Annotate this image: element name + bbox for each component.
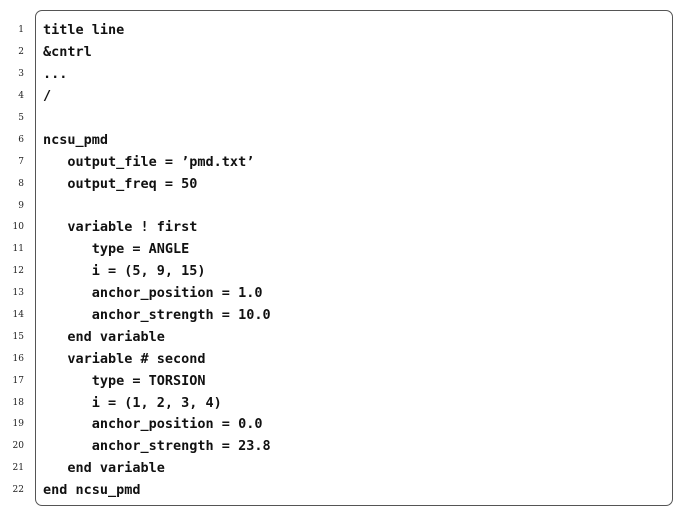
line-number: 22	[12, 485, 24, 495]
line-number: 14	[12, 310, 24, 320]
code-text: anchor_strength = 23.8	[43, 438, 271, 454]
line-number: 17	[12, 376, 24, 386]
code-text: end variable	[43, 460, 165, 476]
line-number: 20	[12, 441, 24, 451]
code-text: &cntrl	[43, 44, 92, 60]
code-text: ncsu_pmd	[43, 132, 109, 148]
code-line: 3 ...	[0, 63, 675, 85]
code-line: 21 end variable	[0, 457, 675, 479]
code-line: 9	[0, 195, 675, 217]
line-number: 9	[18, 201, 24, 211]
code-frame	[35, 10, 673, 506]
code-text: i = (5, 9, 15)	[43, 263, 206, 279]
code-line: 20 anchor_strength = 23.8	[0, 435, 675, 457]
code-text: type = TORSION	[43, 373, 206, 389]
code-line: 1 title line	[0, 19, 675, 41]
code-line: 12 i = (5, 9, 15)	[0, 260, 675, 282]
code-text: end variable	[43, 329, 165, 345]
code-text: variable ! first	[43, 219, 198, 235]
code-line: 17 type = TORSION	[0, 370, 675, 392]
code-text: output_file = ’pmd.txt’	[43, 154, 255, 170]
code-line: 8 output_freq = 50	[0, 173, 675, 195]
code-line: 15 end variable	[0, 326, 675, 348]
code-line: 11 type = ANGLE	[0, 238, 675, 260]
code-line: 13 anchor_position = 1.0	[0, 282, 675, 304]
line-number: 1	[18, 25, 24, 35]
line-number: 10	[12, 222, 24, 232]
code-text: type = ANGLE	[43, 241, 190, 257]
code-text: anchor_position = 1.0	[43, 285, 263, 301]
code-text: variable # second	[43, 351, 206, 367]
code-text: anchor_strength = 10.0	[43, 307, 271, 323]
code-line: 6 ncsu_pmd	[0, 129, 675, 151]
line-number: 21	[12, 463, 24, 473]
code-text: output_freq = 50	[43, 176, 198, 192]
line-number: 15	[12, 332, 24, 342]
code-text: ...	[43, 66, 68, 82]
line-number: 13	[12, 288, 24, 298]
code-line: 19 anchor_position = 0.0	[0, 413, 675, 435]
line-number: 12	[12, 266, 24, 276]
code-line: 5	[0, 107, 675, 129]
line-number: 8	[18, 179, 24, 189]
code-text: title line	[43, 22, 125, 38]
line-number: 19	[12, 419, 24, 429]
line-number: 11	[12, 244, 24, 254]
line-number: 6	[18, 135, 24, 145]
line-number: 16	[12, 354, 24, 364]
code-line: 10 variable ! first	[0, 216, 675, 238]
line-number: 4	[18, 91, 24, 101]
code-text: i = (1, 2, 3, 4)	[43, 395, 222, 411]
code-line: 4 /	[0, 85, 675, 107]
code-line: 14 anchor_strength = 10.0	[0, 304, 675, 326]
line-number: 7	[18, 157, 24, 167]
line-number: 2	[18, 47, 24, 57]
code-text: anchor_position = 0.0	[43, 416, 263, 432]
line-number: 5	[18, 113, 24, 123]
line-number: 3	[18, 69, 24, 79]
line-number: 18	[12, 398, 24, 408]
code-line: 7 output_file = ’pmd.txt’	[0, 151, 675, 173]
code-line: 2 &cntrl	[0, 41, 675, 63]
code-line: 18 i = (1, 2, 3, 4)	[0, 392, 675, 414]
code-line: 16 variable # second	[0, 348, 675, 370]
code-text: /	[43, 88, 52, 104]
code-line: 22 end ncsu_pmd	[0, 479, 675, 501]
code-text: end ncsu_pmd	[43, 482, 141, 498]
